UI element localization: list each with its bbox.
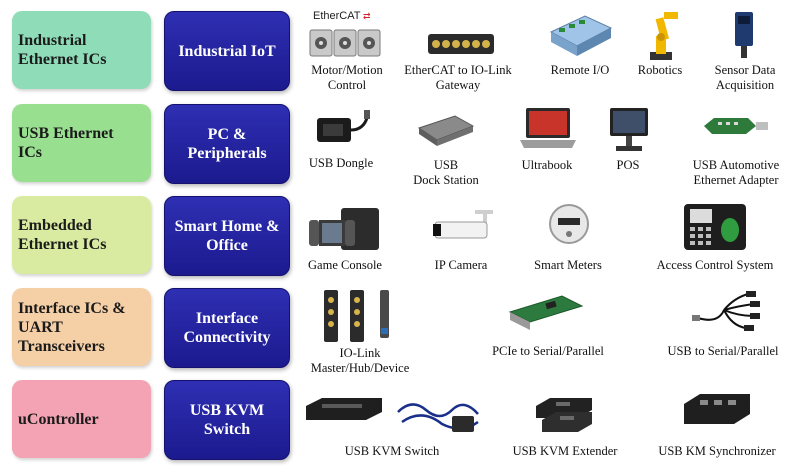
device-usb-kvm-switch: USB KVM Switch bbox=[300, 384, 484, 464]
device-ultrabook: Ultrabook bbox=[512, 104, 582, 184]
device-usb-kvm-extender: USB KVM Extender bbox=[510, 384, 620, 464]
kvm-switch-icon bbox=[306, 398, 479, 432]
access-control-icon bbox=[684, 204, 746, 250]
device-label: Ultrabook bbox=[521, 158, 573, 172]
pcie-card-icon bbox=[508, 295, 584, 330]
device-label: IP Camera bbox=[434, 258, 488, 272]
device-label: Motor/Motion Control bbox=[311, 63, 383, 92]
remote-io-icon bbox=[549, 15, 613, 56]
laptop-icon bbox=[520, 108, 576, 148]
device-ethercat-io-link-gateway: EtherCAT to IO-Link Gateway bbox=[404, 8, 512, 96]
device-label: POS bbox=[616, 158, 640, 172]
device-label: USB Dock Station bbox=[413, 158, 479, 187]
device-label: USB KVM Switch bbox=[344, 444, 440, 458]
device-label: USB Automotive Ethernet Adapter bbox=[692, 158, 780, 187]
row-industrial: Industrial Ethernet ICs Industrial IoT bbox=[0, 11, 800, 91]
usb-serial-cable-icon bbox=[692, 291, 760, 331]
device-label: USB KVM Extender bbox=[512, 444, 618, 458]
device-label: USB to Serial/Parallel bbox=[667, 344, 779, 358]
application-industrial-iot: Industrial IoT bbox=[164, 11, 290, 91]
device-label: Game Console bbox=[308, 258, 382, 272]
device-label: EtherCAT to IO-Link Gateway bbox=[404, 63, 512, 92]
device-label: USB Dongle bbox=[308, 156, 374, 170]
automotive-adapter-icon bbox=[704, 118, 768, 134]
row-smart-home-office: Embedded Ethernet ICs Smart Home & Offic… bbox=[0, 196, 800, 276]
device-access-control-system: Access Control System bbox=[650, 198, 780, 278]
row-pc-peripherals: USB Ethernet ICs PC & Peripherals bbox=[0, 104, 800, 184]
device-label: PCIe to Serial/Parallel bbox=[492, 344, 604, 358]
io-module-icon bbox=[428, 34, 494, 54]
pos-terminal-icon bbox=[610, 108, 648, 151]
device-label: Access Control System bbox=[656, 258, 774, 272]
application-pc-peripherals: PC & Peripherals bbox=[164, 104, 290, 184]
device-game-console: Game Console bbox=[305, 198, 385, 278]
device-remote-io: Remote I/O bbox=[545, 8, 615, 96]
device-label: Robotics bbox=[637, 63, 683, 77]
device-usb-km-synchronizer: USB KM Synchronizer bbox=[650, 384, 784, 464]
device-usb-dock-station: USB Dock Station bbox=[405, 104, 487, 187]
application-interface-connectivity: Interface Connectivity bbox=[164, 288, 290, 368]
km-synchronizer-icon bbox=[684, 394, 750, 424]
robot-arm-icon bbox=[650, 12, 678, 60]
device-sensor-data-acquisition: Sensor Data Acquisition bbox=[705, 8, 785, 96]
category-usb-ethernet-ics: USB Ethernet ICs bbox=[12, 104, 151, 182]
game-console-icon bbox=[309, 208, 379, 250]
device-label: Smart Meters bbox=[534, 258, 602, 272]
device-robotics: Robotics bbox=[630, 8, 690, 96]
category-industrial-ethernet-ics: Industrial Ethernet ICs bbox=[12, 11, 151, 89]
ethercat-logo: EtherCAT ⇄ bbox=[313, 10, 371, 22]
ip-camera-icon bbox=[433, 210, 493, 239]
servo-motors-icon bbox=[309, 29, 381, 57]
device-pcie-to-serial-parallel: PCIe to Serial/Parallel bbox=[478, 288, 618, 368]
device-smart-meters: Smart Meters bbox=[530, 198, 606, 278]
application-usb-kvm-switch: USB KVM Switch bbox=[164, 380, 290, 460]
device-usb-dongle: USB Dongle bbox=[305, 104, 377, 184]
smart-meter-icon bbox=[549, 204, 589, 244]
device-motor-motion-control: EtherCAT ⇄ Motor/Motion Control bbox=[305, 8, 389, 96]
device-label: Remote I/O bbox=[550, 63, 610, 77]
device-usb-to-serial-parallel: USB to Serial/Parallel bbox=[660, 288, 786, 368]
device-label: IO-Link Master/Hub/Device bbox=[310, 346, 410, 375]
device-label: Sensor Data Acquisition bbox=[714, 63, 776, 92]
usb-dongle-icon bbox=[317, 110, 370, 142]
io-link-icon bbox=[324, 290, 389, 342]
device-io-link-master-hub-device: IO-Link Master/Hub/Device bbox=[310, 288, 410, 375]
row-usb-kvm-switch: uController USB KVM Switch bbox=[0, 380, 800, 460]
device-usb-automotive-ethernet-adapter: USB Automotive Ethernet Adapter bbox=[688, 104, 784, 187]
kvm-extender-icon bbox=[536, 398, 592, 432]
dock-station-icon bbox=[417, 115, 475, 146]
device-ip-camera: IP Camera bbox=[425, 198, 497, 278]
row-interface-connectivity: Interface ICs & UART Transceivers Interf… bbox=[0, 288, 800, 368]
sensor-icon bbox=[735, 12, 753, 58]
device-pos: POS bbox=[600, 104, 656, 184]
category-interface-ics-uart: Interface ICs & UART Transceivers bbox=[12, 288, 151, 366]
category-embedded-ethernet-ics: Embedded Ethernet ICs bbox=[12, 196, 151, 274]
device-label: USB KM Synchronizer bbox=[658, 444, 776, 458]
application-smart-home-office: Smart Home & Office bbox=[164, 196, 290, 276]
category-ucontroller: uController bbox=[12, 380, 151, 458]
